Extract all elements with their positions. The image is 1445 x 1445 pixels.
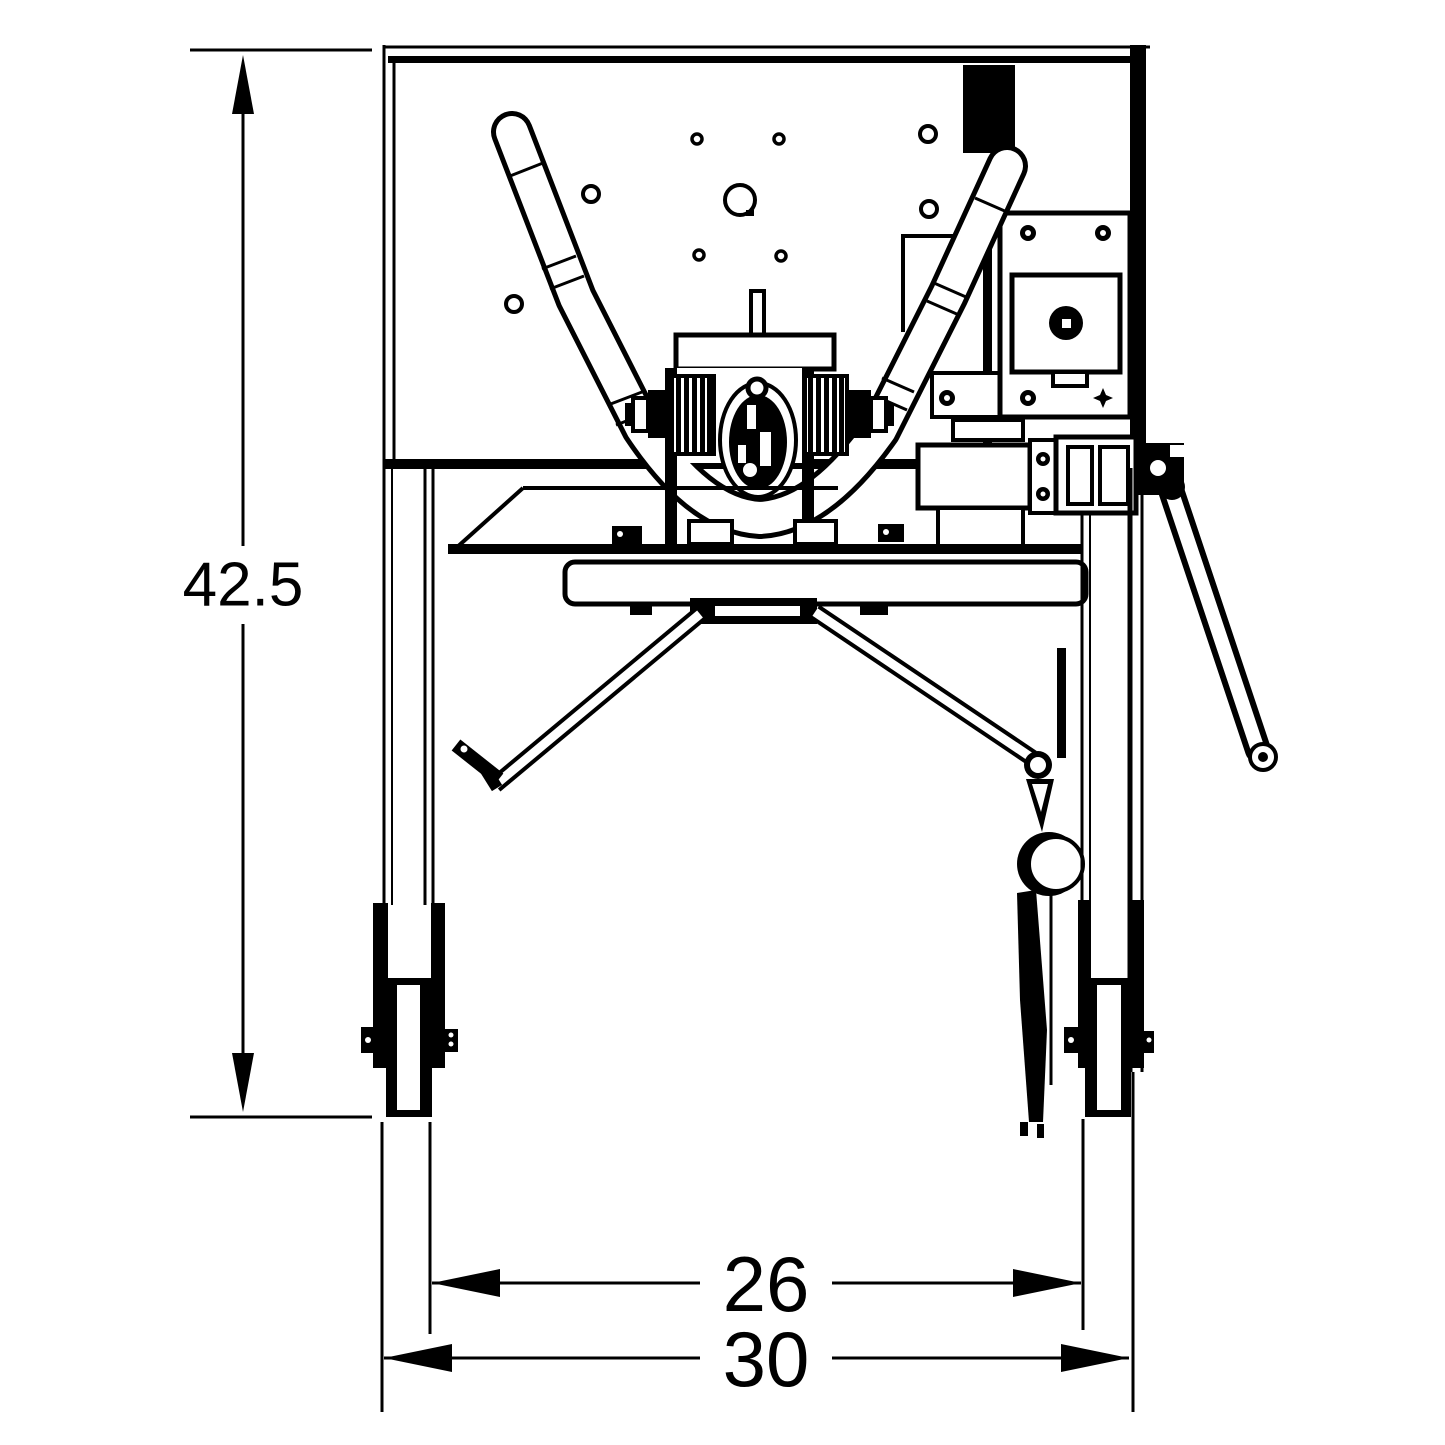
inner-width-dimension-label: 26	[723, 1240, 810, 1328]
left-caster-wheel	[361, 903, 458, 1117]
outer-width-dimension-label: 30	[723, 1315, 810, 1403]
height-dimension-label: 42.5	[183, 551, 304, 620]
push-rod	[983, 200, 992, 445]
hanging-gear	[718, 376, 798, 499]
brake-arm	[1017, 890, 1047, 1122]
left-leg	[382, 468, 435, 905]
motor-mount-plate	[930, 210, 1133, 420]
arrow-left-icon	[384, 1344, 452, 1372]
stabilizer-struts	[451, 604, 1066, 832]
arrow-right-icon	[1061, 1344, 1129, 1372]
mount-bracket-step	[901, 234, 963, 332]
plate-bolts	[939, 225, 1113, 408]
dimension-inner-width: 26	[428, 1119, 1085, 1334]
arrow-down-icon	[232, 1053, 254, 1112]
center-roller-assembly	[625, 289, 894, 548]
arrow-up-icon	[232, 55, 254, 114]
arrow-right-icon	[1013, 1269, 1081, 1297]
crank-handle	[1157, 474, 1278, 772]
brake-pulley	[1017, 832, 1085, 1138]
right-caster-wheel	[1064, 900, 1154, 1117]
left-strut-foot	[451, 739, 504, 792]
handle-clamp-ticks	[509, 161, 1008, 427]
arrow-left-icon	[432, 1269, 500, 1297]
crank-knob	[1258, 752, 1268, 762]
black-panel	[963, 65, 1015, 153]
tray-shelf	[448, 486, 1082, 554]
top-pin	[749, 289, 766, 341]
dimension-outer-width: 30	[380, 1072, 1135, 1412]
platform-bar	[562, 559, 1089, 624]
dimension-height: 42.5	[183, 48, 372, 1119]
mounting-holes	[504, 124, 939, 315]
winch-assembly	[915, 418, 1186, 516]
